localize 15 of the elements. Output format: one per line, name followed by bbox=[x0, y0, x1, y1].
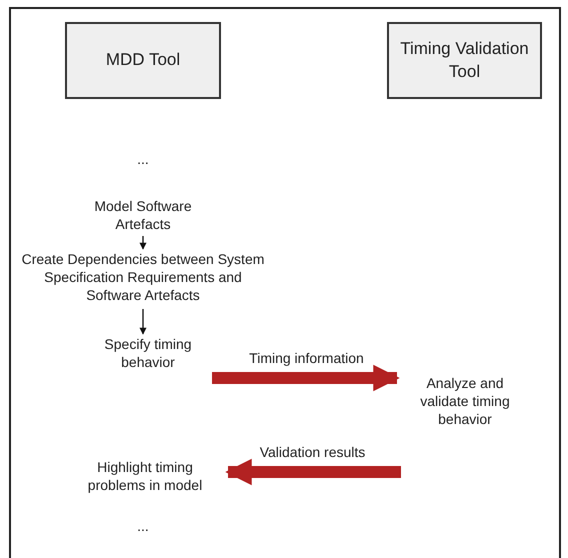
tool-box bbox=[65, 22, 221, 99]
ellipsis-text: ... bbox=[137, 150, 149, 168]
tool-name: MDD Tool bbox=[106, 49, 180, 72]
step-text: Specify timing behavior bbox=[103, 335, 193, 372]
step-text: Highlight timing problems in model bbox=[86, 458, 204, 494]
block-arrow bbox=[225, 458, 401, 486]
tool-box bbox=[387, 22, 542, 99]
step-text: Model Software Artefacts bbox=[93, 197, 193, 234]
block-arrow bbox=[212, 364, 400, 392]
arrow bbox=[140, 236, 146, 250]
tool-name: Timing Validation Tool bbox=[399, 38, 530, 82]
step-text: Create Dependencies between System Specification Requirements and Software Artefacts bbox=[20, 250, 266, 305]
step-text: Analyze and validate timing behavior bbox=[419, 374, 511, 429]
arrow bbox=[140, 309, 146, 335]
ellipsis-text: ... bbox=[137, 516, 149, 536]
